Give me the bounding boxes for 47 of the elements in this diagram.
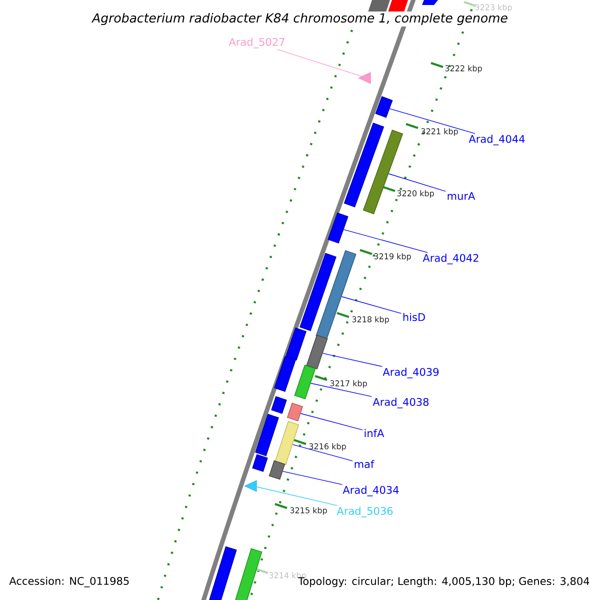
gene-bar (268, 460, 286, 480)
leader-line (300, 413, 363, 430)
gene-label: Arad_4038 (372, 398, 429, 408)
gene-label: murA (448, 192, 476, 200)
tick-label: 3217 kbp (330, 380, 367, 388)
tick-label: 3221 kbp (421, 128, 458, 136)
gene-label: Arad_4039 (382, 368, 439, 378)
gene-bar (271, 396, 287, 414)
tick-label: 3216 kbp (309, 443, 346, 451)
leader-line (343, 229, 428, 253)
gene-label: Arad_5036 (336, 506, 393, 518)
tick-label: 3222 kbp (445, 65, 482, 73)
leader-line (292, 444, 353, 462)
gene-label: hisD (403, 312, 425, 322)
gene-label: Arad_4044 (468, 134, 525, 146)
gene-bar (300, 252, 336, 332)
gene-bar (294, 364, 316, 400)
gene-label: Arad_5027 (228, 38, 284, 48)
gene-bar (274, 420, 300, 466)
gene-label: maf (354, 460, 374, 468)
gene-label: Arad_4042 (422, 254, 478, 264)
leader-line (341, 296, 402, 314)
gene-bar (306, 334, 328, 370)
leader-line (389, 108, 476, 134)
gene-bar (344, 122, 384, 208)
gene-bar (252, 454, 268, 472)
tick-label: 3220 kbp (397, 190, 434, 198)
tick-label: 3218 kbp (352, 316, 389, 324)
gene-bar (274, 356, 296, 392)
gene-label: infA (364, 429, 384, 437)
tick-label: 3223 kbp (475, 4, 512, 12)
gene-bar (207, 546, 237, 600)
gene-label: Arad_4034 (342, 486, 399, 496)
tick-label: 3215 kbp (290, 507, 327, 515)
gene-bar (375, 96, 393, 118)
leader-line (388, 173, 446, 192)
accession-text: Accession: NC_011985 (9, 576, 129, 588)
leader-line (282, 470, 343, 485)
leader-line (256, 486, 338, 506)
gene-bar (234, 548, 262, 600)
leader-line (310, 382, 372, 397)
leader-line (276, 49, 362, 77)
leader-line (322, 352, 383, 367)
tick-label: 3219 kbp (374, 253, 411, 261)
gene-triangle (244, 480, 257, 492)
title: Agrobacterium radiobacter K84 chromosome 1, complete genome (90, 11, 510, 27)
gene-triangle (358, 72, 371, 84)
